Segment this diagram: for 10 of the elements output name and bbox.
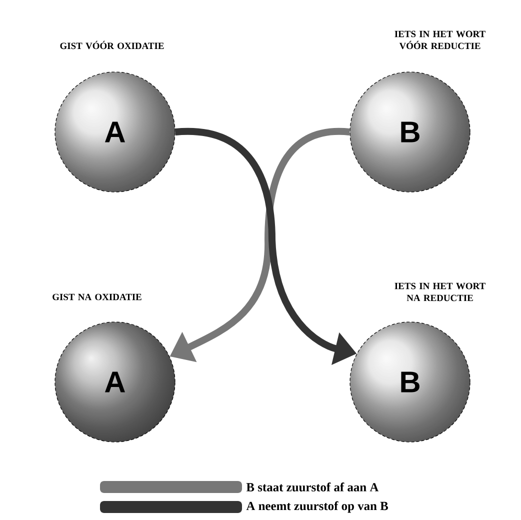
node-heading: IETS IN HET WORT NA REDUCTIE: [394, 282, 486, 302]
node-heading: IETS IN HET WORT VÓÓR REDUCTIE: [394, 30, 486, 50]
sphere-node: B: [350, 72, 470, 192]
node-heading: GIST VÓÓR OXIDATIE: [60, 40, 164, 50]
legend-text: B staat zuurstof af aan A: [246, 482, 379, 492]
legend-text: A neemt zuurstof op van B: [246, 501, 388, 513]
sphere-node: A: [54, 72, 176, 192]
sphere-node: B: [350, 322, 470, 442]
sphere-node: A: [54, 322, 176, 442]
node-heading: GIST NA OXIDATIE: [52, 294, 142, 300]
